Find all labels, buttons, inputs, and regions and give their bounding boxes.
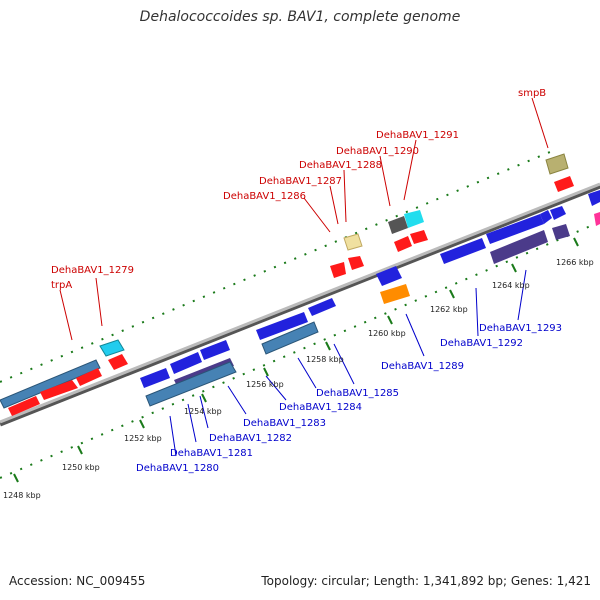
- reverse-genes: [140, 190, 600, 407]
- forward-ruler: [0, 151, 551, 383]
- gene-block[interactable]: [404, 210, 424, 228]
- gene-arrow[interactable]: [200, 340, 230, 360]
- accession-text: Accession: NC_009455: [9, 574, 146, 588]
- gene-block[interactable]: [0, 359, 101, 409]
- gene-arrow[interactable]: [410, 230, 428, 244]
- gene-arrow[interactable]: [554, 176, 574, 192]
- gene-arrow[interactable]: [108, 354, 128, 370]
- gene-label[interactable]: DehaBAV1_1285: [316, 388, 399, 399]
- tick-label: 1262 kbp: [430, 305, 468, 314]
- gene-label[interactable]: DehaBAV1_1287: [259, 176, 342, 187]
- gene-label[interactable]: DehaBAV1_1286: [223, 191, 306, 202]
- gene-label[interactable]: DehaBAV1_1281: [170, 448, 253, 459]
- forward-gene-labels: DehaBAV1_1279 trpA DehaBAV1_1286 DehaBAV…: [51, 88, 546, 291]
- gene-arrow[interactable]: [376, 266, 402, 286]
- gene-block[interactable]: [145, 361, 237, 407]
- reverse-ruler: [0, 221, 600, 479]
- gene-block[interactable]: [388, 216, 408, 234]
- gene-arrow[interactable]: [76, 368, 102, 386]
- tick-label: 1260 kbp: [368, 329, 406, 338]
- gene-arrow[interactable]: [330, 262, 346, 278]
- tick-label: 1264 kbp: [492, 281, 530, 290]
- gene-label[interactable]: DehaBAV1_1291: [376, 130, 459, 141]
- gene-arrow[interactable]: [540, 210, 552, 224]
- reverse-gene-labels: DehaBAV1_1280 DehaBAV1_1281 DehaBAV1_128…: [136, 323, 562, 474]
- gene-label[interactable]: DehaBAV1_1284: [279, 402, 362, 413]
- gene-label[interactable]: DehaBAV1_1293: [479, 323, 562, 334]
- gene-label[interactable]: DehaBAV1_1283: [243, 418, 326, 429]
- gene-arrow[interactable]: [348, 256, 364, 270]
- gene-label[interactable]: DehaBAV1_1282: [209, 433, 292, 444]
- gene-arrow[interactable]: [40, 380, 78, 400]
- gene-label[interactable]: smpB: [518, 88, 546, 99]
- forward-leaders: [59, 97, 549, 341]
- gene-arrow[interactable]: [550, 206, 566, 220]
- gene-block[interactable]: [380, 284, 410, 304]
- tick-labels: 1248 kbp 1250 kbp 1252 kbp 1254 kbp 1256…: [3, 258, 594, 500]
- tick-label: 1256 kbp: [246, 380, 284, 389]
- tick-label: 1266 kbp: [556, 258, 594, 267]
- tick-label: 1252 kbp: [124, 434, 162, 443]
- reverse-leaders: [169, 269, 527, 457]
- gene-arrow[interactable]: [588, 190, 600, 206]
- forward-genes: [0, 153, 600, 416]
- map-title: Dehalococcoides sp. BAV1, complete genom…: [139, 9, 461, 25]
- gene-arrow[interactable]: [256, 312, 308, 340]
- gene-arrow[interactable]: [486, 214, 544, 244]
- gene-block[interactable]: [552, 224, 570, 240]
- genome-backbone: [0, 182, 600, 424]
- genome-backbone-shadow: [0, 183, 600, 427]
- gene-arrow[interactable]: [140, 368, 170, 388]
- gene-block[interactable]: [545, 153, 569, 175]
- topology-text: Topology: circular; Length: 1,341,892 bp…: [261, 574, 591, 588]
- tick-label: 1258 kbp: [306, 355, 344, 364]
- tick-label: 1248 kbp: [3, 491, 41, 500]
- gene-label[interactable]: DehaBAV1_1288: [299, 160, 382, 171]
- gene-arrow[interactable]: [170, 352, 202, 374]
- gene-label[interactable]: DehaBAV1_1280: [136, 463, 219, 474]
- gene-block[interactable]: [490, 230, 548, 264]
- gene-label[interactable]: trpA: [51, 280, 72, 291]
- gene-label[interactable]: DehaBAV1_1290: [336, 146, 419, 157]
- gene-block[interactable]: [343, 233, 363, 251]
- gene-arrow[interactable]: [394, 236, 412, 252]
- gene-label[interactable]: DehaBAV1_1289: [381, 361, 464, 372]
- ruler-ticks: [13, 237, 579, 483]
- tick-label: 1254 kbp: [184, 407, 222, 416]
- gene-block[interactable]: [99, 339, 125, 357]
- gene-block[interactable]: [261, 321, 319, 355]
- gene-arrow[interactable]: [308, 298, 336, 316]
- gene-arrow[interactable]: [440, 238, 486, 264]
- gene-label[interactable]: DehaBAV1_1292: [440, 338, 523, 349]
- gene-arrow[interactable]: [8, 396, 40, 416]
- tick-label: 1250 kbp: [62, 463, 100, 472]
- gene-block[interactable]: [594, 212, 600, 226]
- gene-label[interactable]: DehaBAV1_1279: [51, 265, 134, 276]
